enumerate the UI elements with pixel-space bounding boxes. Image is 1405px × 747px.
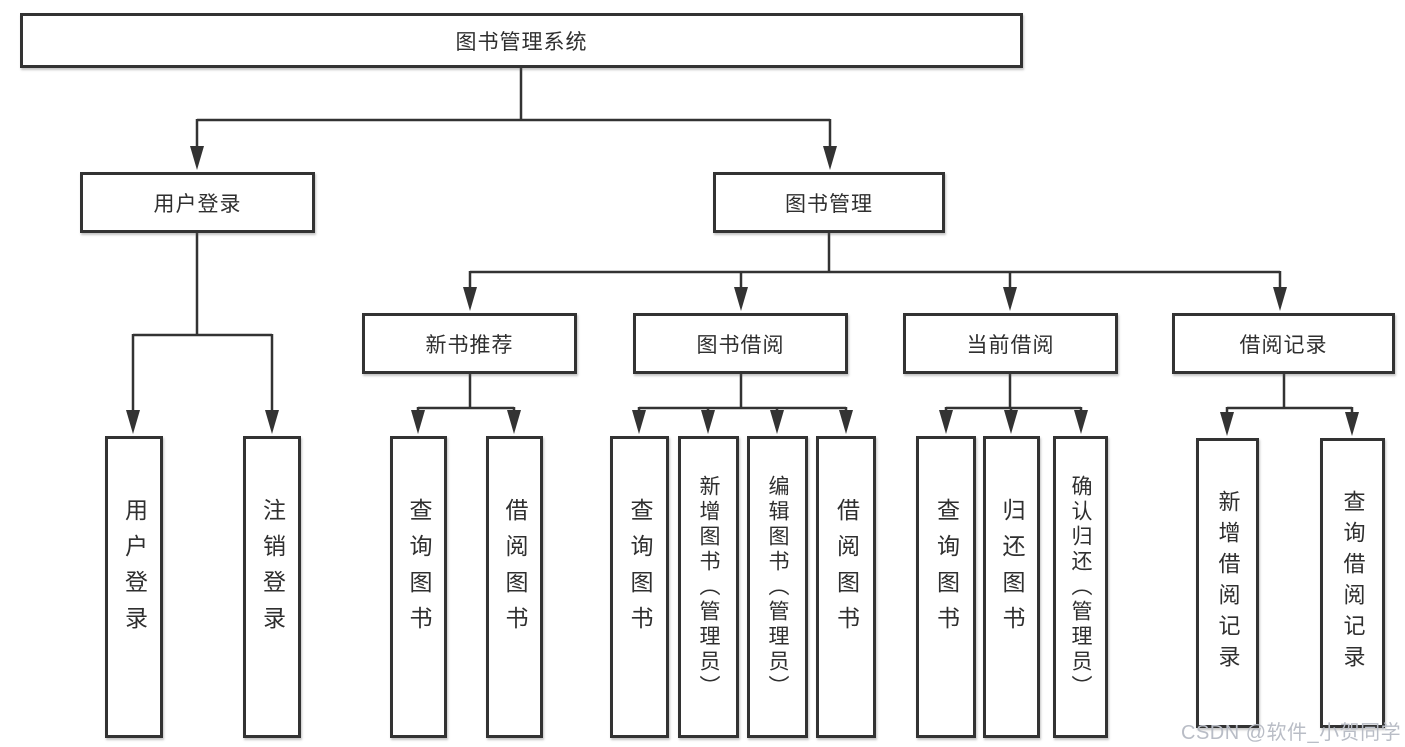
leaf-node-edit-books-admin: 编辑图书（管理员） <box>747 436 808 738</box>
level3-node-new-book-recommend: 新书推荐 <box>362 313 577 374</box>
leaf-node-label: 确认归还（管理员） <box>1069 474 1092 700</box>
level3-node-label: 当前借阅 <box>966 333 1055 357</box>
csdn-watermark: CSDN @软件_小贺同学 <box>1181 722 1402 744</box>
leaf-node-label: 查询图书 <box>627 498 653 642</box>
level3-node-label: 新书推荐 <box>425 333 514 357</box>
level3-node-borrowing-records: 借阅记录 <box>1172 313 1395 374</box>
leaf-node-label: 注销登录 <box>259 498 286 642</box>
level3-node-label: 借阅记录 <box>1239 333 1328 357</box>
leaf-node-label: 查询图书 <box>406 498 432 642</box>
leaf-node-label: 新增图书（管理员） <box>697 474 720 700</box>
leaf-node-label: 用户登录 <box>121 498 148 642</box>
leaf-node-borrow-books-1: 借阅图书 <box>486 436 543 738</box>
leaf-node-label: 新增借阅记录 <box>1215 490 1241 676</box>
root-node-library-system: 图书管理系统 <box>20 13 1023 68</box>
leaf-node-label: 编辑图书（管理员） <box>766 474 789 700</box>
leaf-node-user-login: 用户登录 <box>105 436 163 738</box>
leaf-node-query-books-1: 查询图书 <box>390 436 447 738</box>
level2-node-book-management: 图书管理 <box>713 172 945 233</box>
leaf-node-label: 查询借阅记录 <box>1340 490 1366 676</box>
leaf-node-label: 借阅图书 <box>502 498 528 642</box>
level2-node-label: 图书管理 <box>785 192 873 216</box>
leaf-node-label: 查询图书 <box>933 498 960 642</box>
leaf-node-confirm-return-admin: 确认归还（管理员） <box>1053 436 1108 738</box>
leaf-node-borrow-books-2: 借阅图书 <box>816 436 876 738</box>
leaf-node-return-books: 归还图书 <box>983 436 1040 738</box>
root-node-label: 图书管理系统 <box>455 30 588 54</box>
level3-node-label: 图书借阅 <box>696 333 785 357</box>
level2-node-label: 用户登录 <box>153 192 242 216</box>
level3-node-book-borrowing: 图书借阅 <box>633 313 848 374</box>
leaf-node-add-borrow-record: 新增借阅记录 <box>1196 438 1259 728</box>
leaf-node-query-borrow-record: 查询借阅记录 <box>1320 438 1385 728</box>
leaf-node-label: 借阅图书 <box>833 498 860 642</box>
leaf-node-logout: 注销登录 <box>243 436 301 738</box>
level2-node-user-login: 用户登录 <box>80 172 315 233</box>
leaf-node-add-books-admin: 新增图书（管理员） <box>678 436 739 738</box>
leaf-node-query-books-3: 查询图书 <box>916 436 976 738</box>
level3-node-current-borrowing: 当前借阅 <box>903 313 1118 374</box>
leaf-node-label: 归还图书 <box>999 498 1025 642</box>
leaf-node-query-books-2: 查询图书 <box>610 436 669 738</box>
